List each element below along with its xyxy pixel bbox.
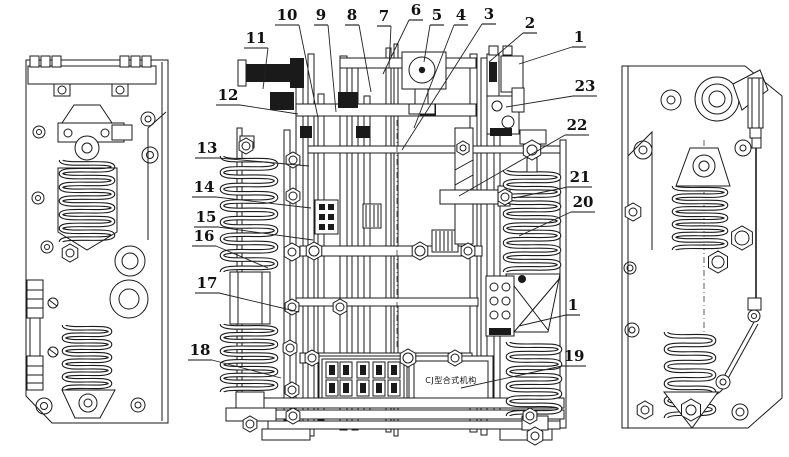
callout-number-12: 12: [218, 86, 239, 104]
hex-bolt: [332, 298, 348, 316]
callout-leader-line: [215, 196, 312, 209]
hex-bolt: [305, 241, 323, 261]
hex-bolt: [460, 242, 476, 260]
left-spring-pivot: [74, 135, 100, 161]
holes-bracket: [485, 275, 515, 337]
callout-number-23: 23: [575, 77, 596, 95]
callout-leader-line: [518, 314, 567, 327]
callout-leader-line: [218, 157, 310, 167]
main-assembly: CJ型合式机构: [236, 43, 567, 441]
callout-leader-line: [518, 211, 572, 237]
callout-leader-line: [423, 24, 431, 63]
hex-bolt: [285, 187, 301, 205]
callout-number-18: 18: [190, 341, 211, 359]
callout-number-19: 19: [564, 347, 585, 365]
link-pivot: [715, 374, 731, 390]
hex-bolt: [61, 243, 79, 263]
hex-bolt: [242, 415, 258, 433]
callout-number-7: 7: [379, 7, 389, 25]
callout-leader-line: [505, 95, 574, 108]
hex-bolts: [61, 137, 753, 446]
callout-number-17: 17: [197, 274, 218, 292]
left-side-plate: [25, 55, 169, 424]
hex-bolt: [526, 426, 544, 446]
callout-number-1: 1: [568, 296, 578, 314]
callout-leader-line: [382, 19, 410, 75]
nameplate-text: CJ型合式机构: [425, 375, 476, 385]
callout-leader-line: [239, 104, 299, 115]
callout-number-20: 20: [573, 193, 594, 211]
latch-block: [314, 199, 339, 235]
hex-bolt: [285, 151, 301, 169]
callout-leader-line: [211, 359, 282, 379]
hex-bolt: [284, 298, 300, 316]
callout-number-11: 11: [246, 29, 267, 47]
hex-bolt: [285, 407, 301, 425]
hex-bolt: [284, 381, 300, 399]
hex-bolt: [522, 139, 542, 161]
callout-leader-line: [215, 245, 269, 269]
callout-number-1: 1: [574, 28, 584, 46]
callout-leader-line: [518, 46, 573, 65]
callout-number-3: 3: [484, 5, 494, 23]
left-top-bolt-bar: [27, 65, 157, 85]
callout-leader-line: [217, 226, 314, 241]
hex-bolt: [624, 202, 642, 222]
callout-leader-line: [327, 24, 337, 113]
callout-leader-line: [460, 365, 563, 389]
callout-leader-line: [488, 32, 524, 63]
hex-bolt: [304, 349, 320, 367]
hex-bolt: [411, 241, 429, 261]
terminal-block: [318, 355, 408, 403]
callout-number-5: 5: [432, 6, 442, 24]
callout-number-9: 9: [316, 6, 326, 24]
coil-spring: [219, 153, 279, 275]
hex-bolt: [283, 242, 301, 262]
callout-number-21: 21: [570, 168, 591, 186]
left-hub-upper: [114, 245, 146, 277]
callout-number-14: 14: [194, 178, 215, 196]
callout-number-4: 4: [456, 6, 466, 24]
top-right-posts: [486, 45, 525, 136]
hex-bolt: [636, 400, 654, 420]
callout-leader-line: [401, 23, 483, 151]
callout-number-15: 15: [196, 208, 217, 226]
hex-bolt: [238, 137, 254, 155]
hex-bolt: [497, 188, 513, 206]
callout-number-6: 6: [411, 1, 421, 19]
callout-number-8: 8: [347, 6, 357, 24]
callout-leader-line: [262, 47, 269, 90]
callout-number-16: 16: [194, 227, 215, 245]
hex-bolt: [731, 225, 753, 251]
damper-cylinder: [747, 77, 764, 129]
hatched-block-upper: [362, 203, 382, 229]
callout-number-10: 10: [277, 6, 298, 24]
callout-leader-line: [218, 292, 300, 313]
callout-leader-line: [413, 24, 455, 129]
callout-leader-line: [458, 134, 566, 197]
hex-bolt: [522, 407, 538, 425]
callout-number-22: 22: [567, 116, 588, 134]
hex-bolt: [456, 140, 470, 156]
hex-bolt: [447, 349, 463, 367]
hex-bolt: [282, 339, 298, 357]
hex-bolt: [681, 398, 701, 422]
callout-number-2: 2: [525, 14, 535, 32]
coil-springs: [58, 153, 729, 420]
hatched-block-lower: [431, 229, 459, 253]
callout-number-13: 13: [197, 139, 218, 157]
left-hub-lower: [109, 279, 149, 319]
spring-guide-cylinder: [229, 271, 271, 325]
callout-leader-line: [513, 186, 569, 199]
hex-bolt: [708, 250, 728, 274]
hex-bolt: [399, 348, 417, 368]
callout-leader-line: [358, 24, 372, 93]
cam-box: [401, 51, 447, 115]
callout-leader-line: [298, 24, 319, 119]
